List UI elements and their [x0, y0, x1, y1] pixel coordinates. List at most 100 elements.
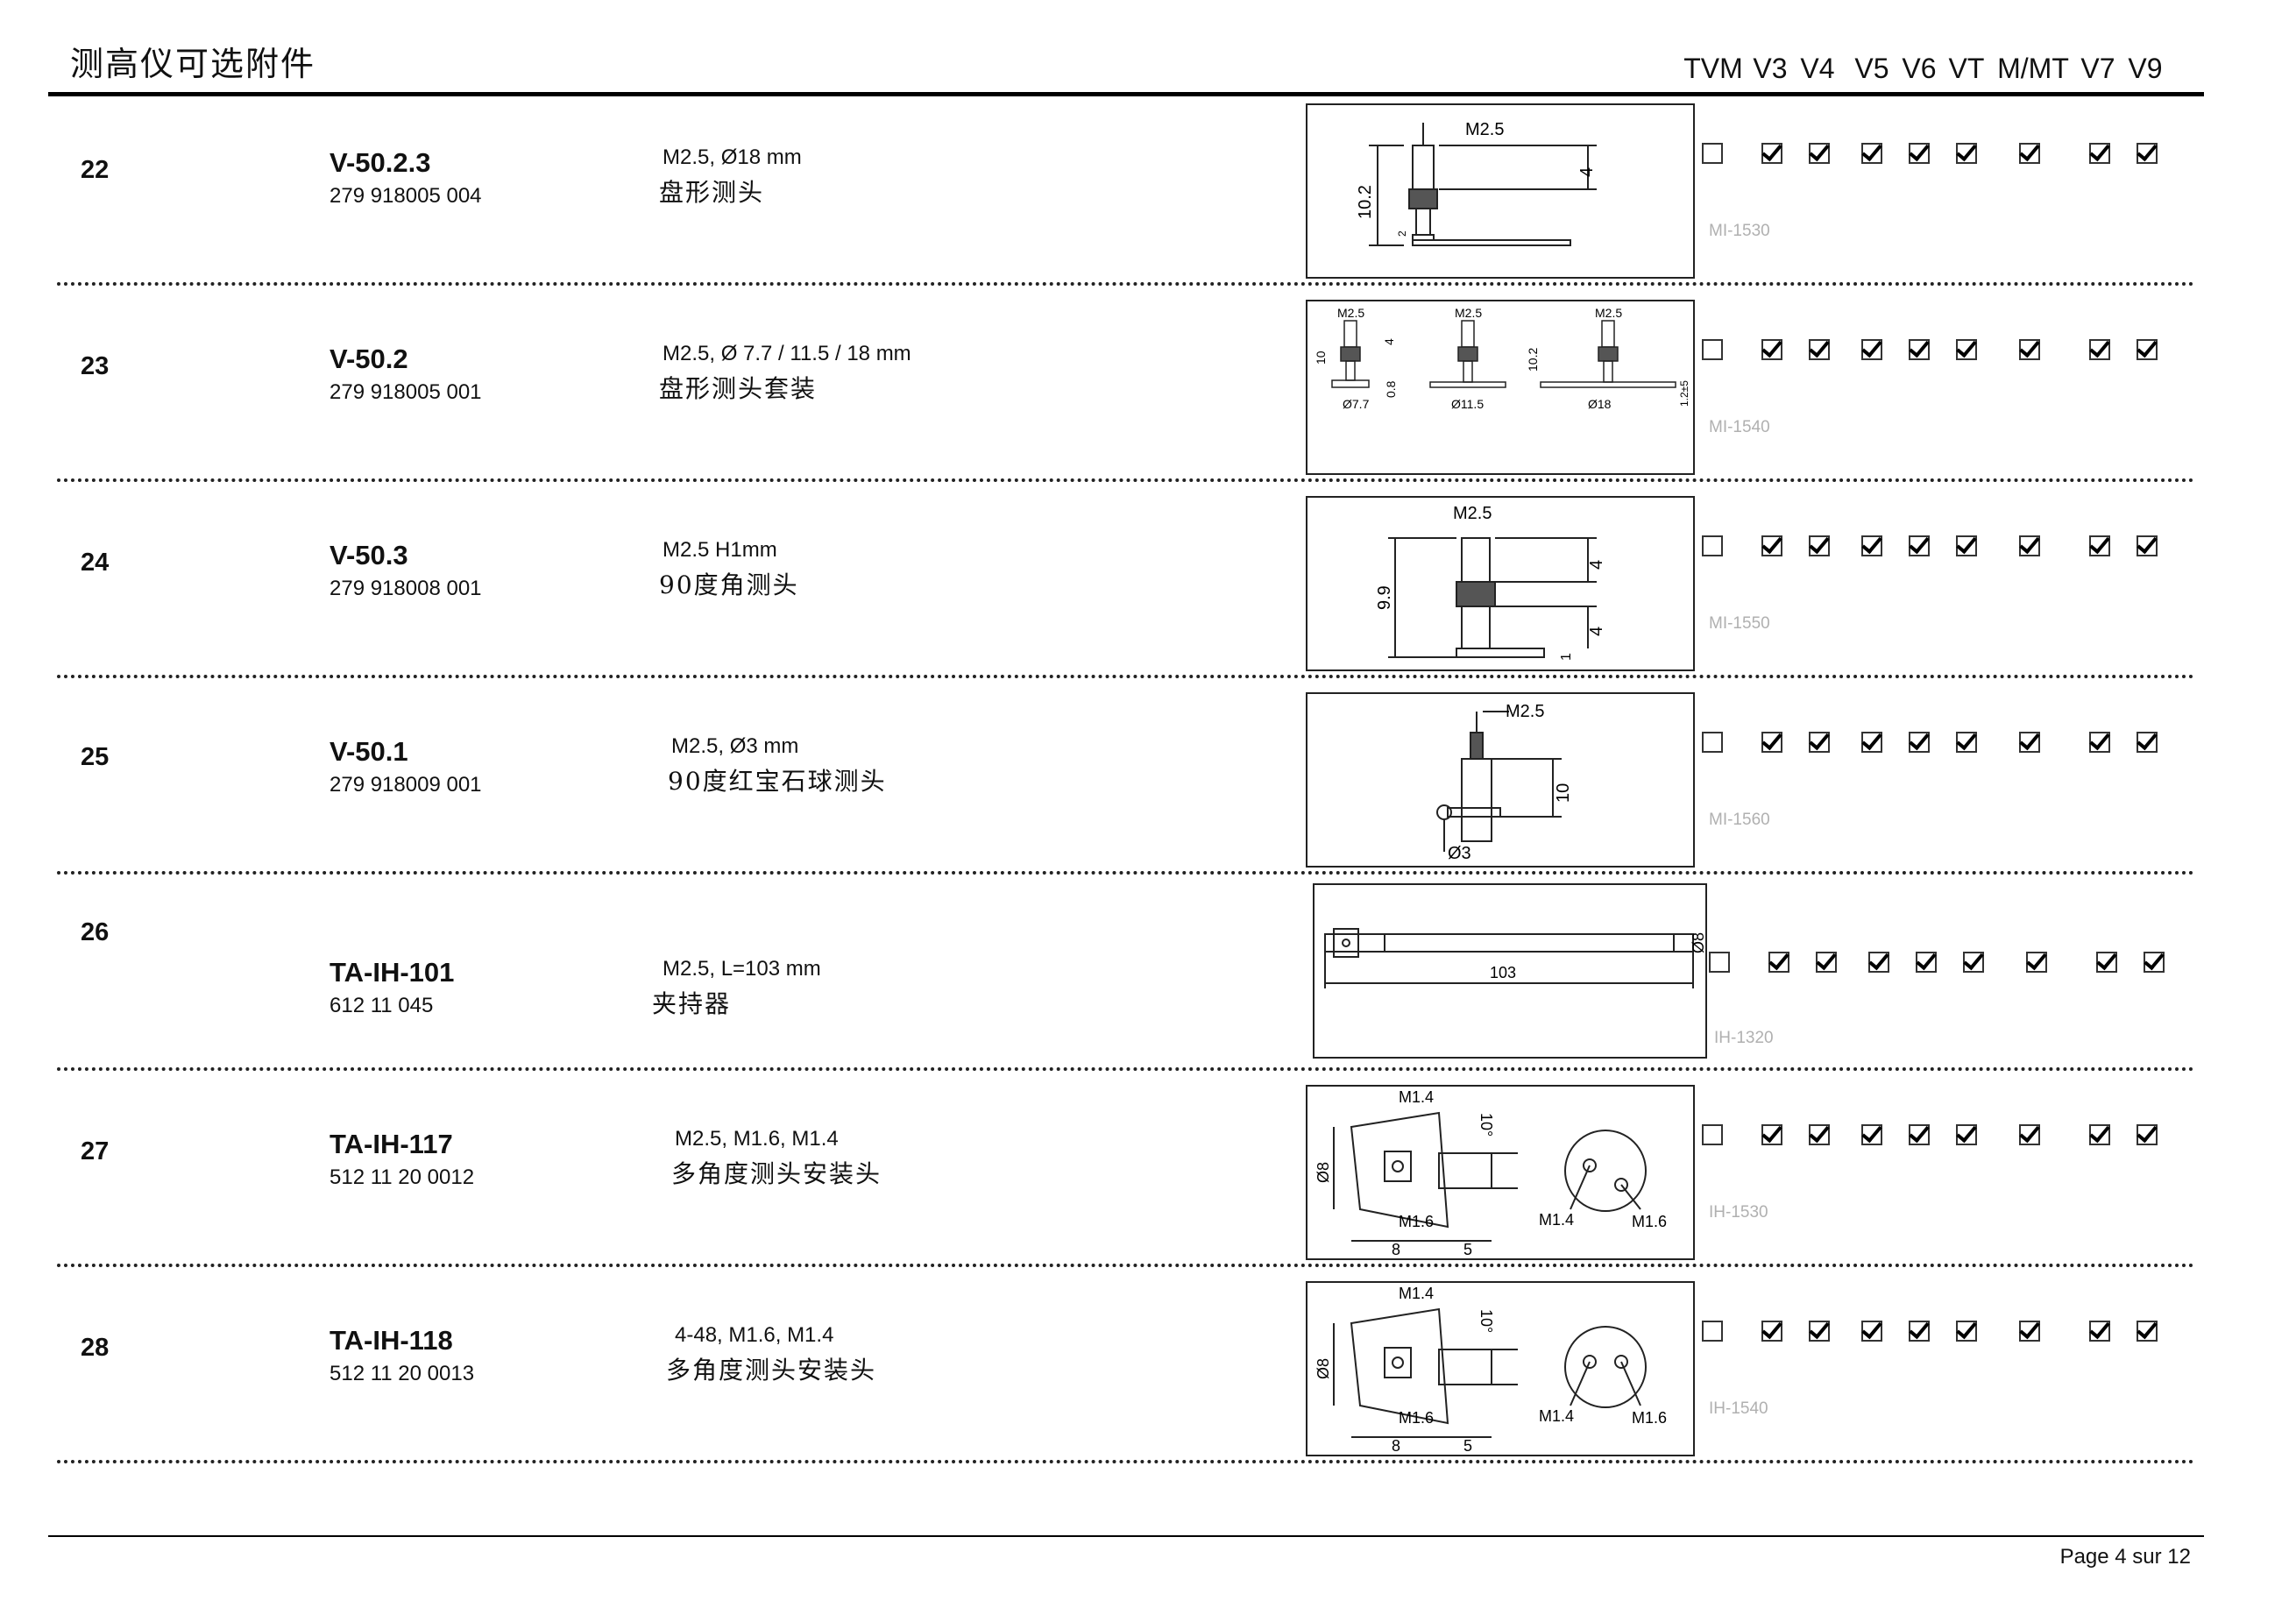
- product-code: V-50.2.3: [330, 147, 431, 178]
- spec-text: M2.5, Ø 7.7 / 11.5 / 18 mm: [663, 342, 911, 365]
- compat-checkbox-v7[interactable]: [2089, 535, 2110, 556]
- compat-checkbox-tvm[interactable]: [1702, 1321, 1723, 1342]
- row-number: 25: [81, 743, 110, 771]
- compat-checkbox-v9[interactable]: [2144, 952, 2165, 973]
- compat-checkbox-v7[interactable]: [2089, 1321, 2110, 1342]
- dim-label: M2.5: [1455, 306, 1482, 320]
- dim-label: 0.8: [1384, 380, 1398, 398]
- compat-checkbox-v4[interactable]: [1809, 732, 1830, 753]
- dim-label: M1.6: [1399, 1409, 1434, 1427]
- compat-checkbox-v6[interactable]: [1909, 535, 1930, 556]
- compat-checkbox-m-mt[interactable]: [2019, 535, 2040, 556]
- compat-checkbox-v6[interactable]: [1909, 339, 1930, 360]
- part-number: 279 918009 001: [330, 773, 482, 797]
- page-title: 测高仪可选附件: [70, 45, 316, 83]
- compat-checkbox-v4[interactable]: [1816, 952, 1837, 973]
- dim-label: 4: [1577, 167, 1597, 177]
- compat-checkbox-v3[interactable]: [1761, 1321, 1782, 1342]
- compat-checkbox-v7[interactable]: [2089, 732, 2110, 753]
- compat-checkbox-v6[interactable]: [1909, 1321, 1930, 1342]
- compat-checkbox-v7[interactable]: [2089, 143, 2110, 164]
- dim-label: 10: [1554, 783, 1573, 803]
- compat-checkbox-v9[interactable]: [2137, 143, 2158, 164]
- row-number: 23: [81, 352, 110, 380]
- compat-checkbox-v3[interactable]: [1761, 143, 1782, 164]
- compat-checkbox-v7[interactable]: [2096, 952, 2117, 973]
- compat-checkbox-v5[interactable]: [1861, 143, 1882, 164]
- compat-checkbox-v6[interactable]: [1909, 732, 1930, 753]
- angle-probe-drawing: M2.5 9.9 4 4 1: [1375, 504, 1606, 661]
- compat-checkbox-vt[interactable]: [1956, 143, 1977, 164]
- compat-checkbox-v9[interactable]: [2137, 732, 2158, 753]
- compat-checkbox-v5[interactable]: [1861, 1124, 1882, 1145]
- compat-checkbox-v5[interactable]: [1861, 732, 1882, 753]
- model-label-m-mt: M/MT: [1997, 53, 2069, 84]
- dim-label: 9.9: [1375, 585, 1394, 610]
- part-number: 612 11 045: [330, 994, 434, 1017]
- compat-checkbox-v5[interactable]: [1861, 1321, 1882, 1342]
- spec-text: M2.5, Ø18 mm: [663, 145, 802, 169]
- compat-checkbox-v4[interactable]: [1809, 535, 1830, 556]
- accessory-row-25: 25 V-50.1 279 918009 001 M2.5, Ø3 mm 90度…: [0, 692, 2296, 887]
- technical-drawing: M2.5 M2.5 M2.5 Ø7.7 Ø11.5 Ø18 10 4 0.8 1…: [1306, 300, 1695, 475]
- model-compatibility: [1702, 1124, 2193, 1151]
- compat-checkbox-vt[interactable]: [1956, 732, 1977, 753]
- compat-checkbox-vt[interactable]: [1956, 1321, 1977, 1342]
- compat-checkbox-m-mt[interactable]: [2019, 143, 2040, 164]
- compat-checkbox-tvm[interactable]: [1702, 732, 1723, 753]
- compat-checkbox-v9[interactable]: [2137, 535, 2158, 556]
- compat-checkbox-m-mt[interactable]: [2019, 339, 2040, 360]
- compat-checkbox-v5[interactable]: [1861, 535, 1882, 556]
- row-separator: [57, 1067, 2195, 1071]
- compat-checkbox-v4[interactable]: [1809, 1321, 1830, 1342]
- compat-checkbox-tvm[interactable]: [1709, 952, 1730, 973]
- technical-drawing: M2.5 9.9 4 4 1: [1306, 496, 1695, 671]
- product-name-cn: 盘形测头套装: [659, 374, 818, 403]
- compat-checkbox-v7[interactable]: [2089, 339, 2110, 360]
- compat-checkbox-vt[interactable]: [1956, 1124, 1977, 1145]
- compat-checkbox-v3[interactable]: [1761, 1124, 1782, 1145]
- compat-checkbox-v3[interactable]: [1768, 952, 1789, 973]
- compat-checkbox-v3[interactable]: [1761, 535, 1782, 556]
- accessory-row-22: 22 V-50.2.3 279 918005 004 M2.5, Ø18 mm …: [0, 103, 2296, 298]
- compat-checkbox-v3[interactable]: [1761, 732, 1782, 753]
- compat-checkbox-m-mt[interactable]: [2026, 952, 2047, 973]
- dim-label: M1.6: [1632, 1409, 1667, 1427]
- compat-checkbox-v5[interactable]: [1868, 952, 1889, 973]
- compat-checkbox-v6[interactable]: [1909, 143, 1930, 164]
- dim-label: Ø3: [1448, 844, 1471, 863]
- compat-checkbox-vt[interactable]: [1963, 952, 1984, 973]
- compat-checkbox-m-mt[interactable]: [2019, 1124, 2040, 1145]
- compat-checkbox-v6[interactable]: [1916, 952, 1937, 973]
- compat-checkbox-v5[interactable]: [1861, 339, 1882, 360]
- compat-checkbox-tvm[interactable]: [1702, 143, 1723, 164]
- compat-checkbox-v3[interactable]: [1761, 339, 1782, 360]
- compat-checkbox-vt[interactable]: [1956, 535, 1977, 556]
- compat-checkbox-tvm[interactable]: [1702, 1124, 1723, 1145]
- compat-checkbox-v4[interactable]: [1809, 1124, 1830, 1145]
- compat-checkbox-m-mt[interactable]: [2019, 732, 2040, 753]
- compat-checkbox-v4[interactable]: [1809, 143, 1830, 164]
- compat-checkbox-vt[interactable]: [1956, 339, 1977, 360]
- product-name-cn: 90度红宝石球测头: [668, 767, 887, 796]
- dim-label: M2.5: [1465, 120, 1504, 139]
- compat-checkbox-v6[interactable]: [1909, 1124, 1930, 1145]
- compat-checkbox-v7[interactable]: [2089, 1124, 2110, 1145]
- dim-label: 10: [1314, 351, 1328, 365]
- row-separator: [57, 675, 2195, 678]
- disc-probe-drawing: M2.5 4 10.2 2: [1356, 120, 1597, 246]
- compat-checkbox-tvm[interactable]: [1702, 535, 1723, 556]
- product-name-cn: 夹持器: [652, 989, 732, 1018]
- compat-checkbox-v9[interactable]: [2137, 1124, 2158, 1145]
- compat-checkbox-tvm[interactable]: [1702, 339, 1723, 360]
- compat-checkbox-m-mt[interactable]: [2019, 1321, 2040, 1342]
- dim-label: 10.2: [1526, 348, 1540, 372]
- product-name-cn: 多角度测头安装头: [666, 1356, 877, 1385]
- compat-checkbox-v4[interactable]: [1809, 339, 1830, 360]
- part-number: 279 918005 001: [330, 380, 482, 404]
- multi-angle-mount-drawing: M1.4 10° Ø8 M1.6 8 5 M1.4 M1.6: [1315, 1285, 1667, 1455]
- reference-code: IH-1530: [1709, 1203, 1768, 1222]
- compat-checkbox-v9[interactable]: [2137, 339, 2158, 360]
- dim-label: 10°: [1478, 1113, 1495, 1137]
- compat-checkbox-v9[interactable]: [2137, 1321, 2158, 1342]
